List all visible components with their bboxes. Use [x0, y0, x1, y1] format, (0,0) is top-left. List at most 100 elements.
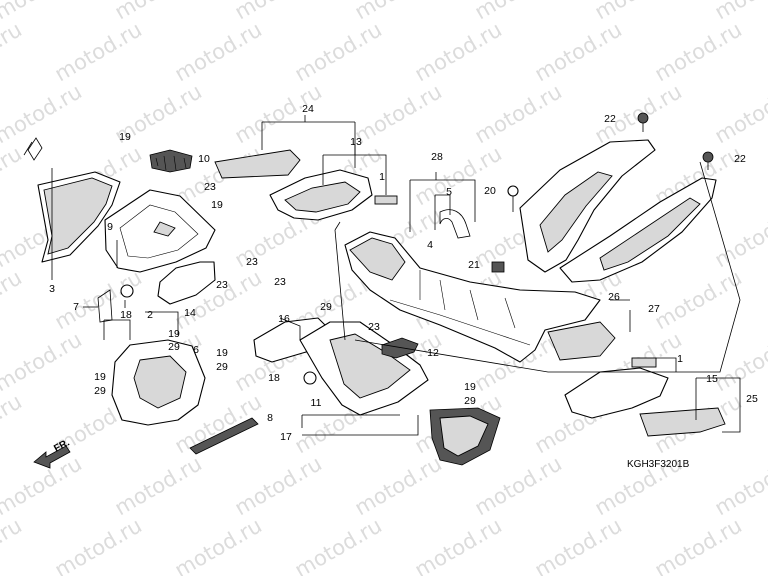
label-2: 2: [147, 309, 153, 321]
part-20-bolt: [507, 185, 519, 212]
watermark-text: motod.ru: [0, 265, 26, 334]
watermark-text: motod.ru: [531, 513, 626, 576]
label-7: 7: [73, 301, 79, 313]
label-18-a: 18: [120, 309, 132, 321]
part-22-bolt-upper: [637, 112, 649, 132]
label-19-f: 19: [464, 381, 476, 393]
label-29-a: 29: [320, 301, 332, 313]
watermark-text: motod.ru: [591, 0, 686, 24]
part-22-bolt-right: [702, 151, 714, 170]
label-19-b: 19: [211, 199, 223, 211]
watermark-text: motod.ru: [471, 0, 566, 24]
watermark-text: motod.ru: [351, 451, 446, 520]
watermark-text: motod.ru: [0, 141, 26, 210]
label-9: 9: [107, 221, 113, 233]
part-1-pad-lower: [631, 357, 657, 368]
part-2-front-cowl: [111, 339, 206, 426]
part-26-decal: [547, 321, 616, 361]
label-14: 14: [184, 307, 196, 319]
part-25-decal: [639, 407, 726, 437]
part-28-under-cover: [344, 231, 601, 363]
label-6: 6: [193, 344, 199, 356]
part-21-nut: [491, 261, 505, 273]
label-5: 5: [446, 186, 452, 198]
label-23-e: 23: [368, 321, 380, 333]
part-5-bracket: [439, 209, 471, 239]
watermark-text: motod.ru: [291, 17, 386, 86]
part-17-decal: [429, 407, 501, 466]
label-29-d: 29: [94, 385, 106, 397]
label-1-upper: 1: [379, 171, 385, 183]
label-10: 10: [198, 153, 210, 165]
label-26: 26: [608, 291, 620, 303]
label-29-b: 29: [168, 341, 180, 353]
label-25: 25: [746, 393, 758, 405]
watermark-text: motod.ru: [651, 265, 746, 334]
watermark-text: motod.ru: [111, 0, 206, 24]
watermark-text: motod.ru: [51, 513, 146, 576]
watermark-text: motod.ru: [411, 513, 506, 576]
part-11-lower-fairing: [299, 321, 429, 416]
label-28: 28: [431, 151, 443, 163]
part-15-cover: [564, 367, 669, 419]
label-1-lower: 1: [677, 353, 683, 365]
watermark-text: motod.ru: [531, 17, 626, 86]
watermark-text: motod.ru: [471, 451, 566, 520]
watermark-text: motod.ru: [411, 141, 506, 210]
watermark-text: motod.ru: [411, 17, 506, 86]
part-13-inner-panel: [269, 169, 373, 221]
label-29-c: 29: [216, 361, 228, 373]
watermark-text: motod.ru: [51, 17, 146, 86]
label-16: 16: [278, 313, 290, 325]
leader-lines: [51, 115, 741, 436]
label-23-d: 23: [274, 276, 286, 288]
label-13: 13: [350, 136, 362, 148]
label-19-a: 19: [119, 131, 131, 143]
label-23-b: 23: [216, 279, 228, 291]
label-22-b: 22: [734, 153, 746, 165]
part-18-grommet-lower: [303, 371, 317, 385]
label-19-c: 19: [168, 328, 180, 340]
part-number-labels: 24 13 28 19 10 23 19 1 5 4 20 21 22 22 3…: [49, 103, 758, 443]
label-21: 21: [468, 259, 480, 271]
label-3: 3: [49, 283, 55, 295]
label-8: 8: [267, 412, 273, 424]
watermark-text: motod.ru: [351, 79, 446, 148]
label-22-a: 22: [604, 113, 616, 125]
label-27: 27: [648, 303, 660, 315]
part-10-clip: [149, 149, 193, 173]
part-1-pad-upper: [374, 195, 398, 205]
watermark-text: motod.ru: [651, 17, 746, 86]
label-4: 4: [427, 239, 433, 251]
watermark-text: motod.ru: [0, 17, 26, 86]
part-9-side-cowl: [104, 189, 216, 273]
part-3-decal: [23, 137, 121, 263]
watermark-text: motod.ru: [651, 513, 746, 576]
label-11: 11: [311, 397, 322, 409]
part-18-grommet-upper: [120, 284, 134, 298]
watermark-text: motod.ru: [711, 451, 768, 520]
watermark-text: motod.ru: [171, 17, 266, 86]
watermark-text: motod.ru: [351, 0, 446, 24]
diagram-code: KGH3F3201B: [627, 459, 690, 470]
watermark-text: motod.ru: [711, 0, 768, 24]
watermark-text: motod.ru: [171, 513, 266, 576]
label-15: 15: [706, 373, 718, 385]
watermark-text: motod.ru: [471, 79, 566, 148]
label-23-a: 23: [204, 181, 216, 193]
label-12: 12: [427, 347, 439, 359]
watermark-text: motod.ru: [111, 451, 206, 520]
label-19-e: 19: [94, 371, 106, 383]
watermark-text: motod.ru: [711, 203, 768, 272]
watermark-text: motod.ru: [0, 389, 26, 458]
front-direction-arrow: FR.: [33, 437, 72, 469]
label-18-b: 18: [268, 372, 280, 384]
watermark-text: motod.ru: [0, 513, 26, 576]
label-19-d: 19: [216, 347, 228, 359]
watermark-text: motod.ru: [0, 79, 86, 148]
watermark-text: motod.ru: [231, 451, 326, 520]
watermark-text: motod.ru: [0, 327, 86, 396]
label-24: 24: [302, 103, 314, 115]
